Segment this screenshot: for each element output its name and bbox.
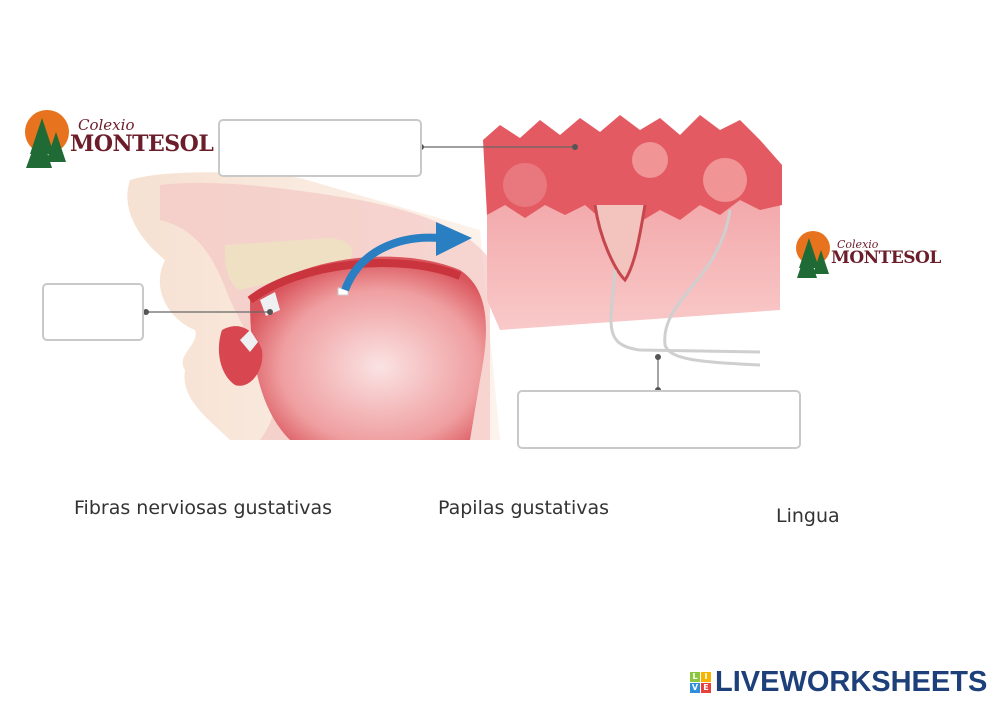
answer-input-papilas[interactable] (218, 119, 422, 177)
tile: I (701, 672, 711, 682)
logo-line2: MONTESOL (831, 248, 941, 268)
answer-input-fibras[interactable] (517, 390, 801, 449)
liveworksheets-logo: L I V E LIVEWORKSHEETS (690, 666, 987, 699)
head-profile (127, 172, 500, 441)
word-bank-papilas[interactable]: Papilas gustativas (438, 497, 610, 519)
word-bank-lingua[interactable]: Lingua (776, 505, 840, 527)
sun-tree-icon (796, 231, 830, 278)
logo-line2: MONTESOL (70, 130, 214, 157)
tongue-tissue-block (483, 115, 782, 367)
logo-line1: Colexio (837, 238, 879, 251)
school-logo-right: Colexio MONTESOL (795, 228, 941, 278)
zoom-arrow (341, 222, 472, 292)
answer-input-lingua[interactable] (42, 283, 144, 341)
live-tiles-icon: L I V E (690, 672, 711, 693)
word-bank-fibras[interactable]: Fibras nerviosas gustativas (74, 497, 333, 519)
sun-tree-icon (25, 110, 69, 168)
brand-name: LIVEWORKSHEETS (715, 666, 988, 698)
tile: V (690, 683, 700, 693)
tile: E (701, 683, 711, 693)
logo-line1: Colexio (78, 115, 135, 134)
tile: L (690, 672, 700, 682)
school-logo-top: Colexio MONTESOL (24, 104, 214, 168)
